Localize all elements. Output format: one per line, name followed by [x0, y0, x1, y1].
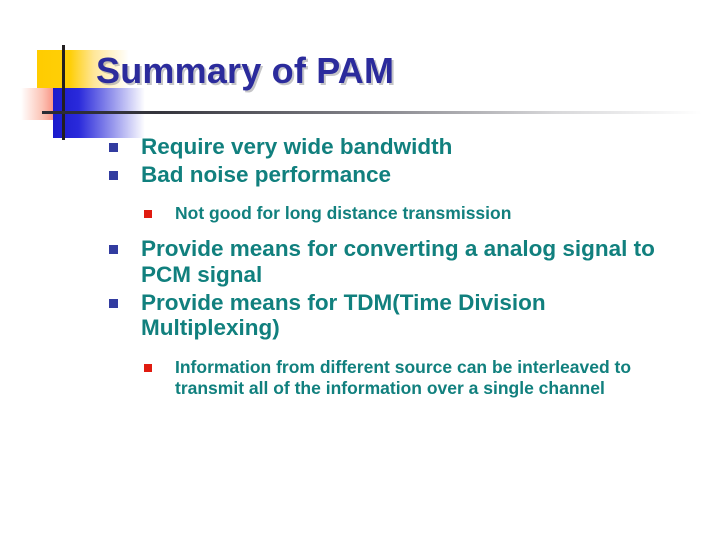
- square-bullet-icon: [109, 245, 118, 255]
- bullet-text: Not good for long distance transmission: [175, 203, 512, 224]
- bullet-item-level2: Not good for long distance transmission: [0, 203, 720, 224]
- horizontal-rule-icon: [42, 111, 702, 114]
- bullet-text: Require very wide bandwidth: [141, 134, 453, 159]
- square-bullet-icon: [144, 363, 152, 372]
- spacer: [0, 343, 720, 357]
- slide-title: Summary of PAM: [96, 50, 395, 91]
- bullet-text: Information from different source can be…: [175, 356, 632, 398]
- square-bullet-icon: [109, 170, 118, 180]
- spacer: [0, 189, 720, 203]
- bullet-item-level2: Information from different source can be…: [0, 357, 720, 399]
- bullet-item-level1: Provide means for converting a analog si…: [0, 236, 720, 287]
- slide-body: Require very wide bandwidth Bad noise pe…: [0, 134, 720, 399]
- square-bullet-icon: [144, 210, 152, 219]
- red-square-icon: [21, 88, 83, 120]
- bullet-item-level1: Bad noise performance: [0, 162, 720, 188]
- bullet-text: Provide means for TDM(Time Division Mult…: [141, 289, 546, 341]
- bullet-text: Provide means for converting a analog si…: [141, 236, 655, 287]
- square-bullet-icon: [109, 298, 118, 308]
- spacer: [0, 224, 720, 236]
- bullet-item-level1: Require very wide bandwidth: [0, 134, 720, 160]
- bullet-item-level1: Provide means for TDM(Time Division Mult…: [0, 290, 720, 341]
- vertical-rule-icon: [62, 45, 65, 140]
- square-bullet-icon: [109, 143, 118, 152]
- bullet-text: Bad noise performance: [141, 161, 392, 187]
